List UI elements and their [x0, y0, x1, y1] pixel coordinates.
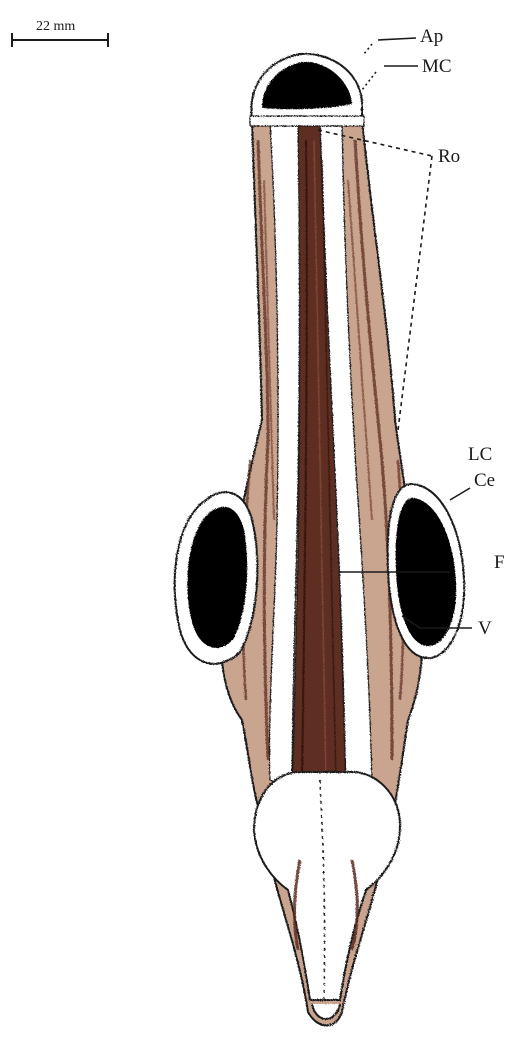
label-lc: LC	[468, 444, 492, 465]
scale-bar: 22 mm	[12, 19, 108, 47]
label-ce: Ce	[474, 470, 495, 491]
right-orbit	[388, 484, 465, 658]
label-ro: Ro	[438, 146, 460, 167]
left-orbit	[175, 492, 258, 664]
label-ap: Ap	[420, 26, 443, 47]
label-mc: MC	[422, 56, 452, 77]
anterior-cap	[250, 54, 364, 126]
posterior-braincase	[254, 772, 400, 1019]
scale-bar-label: 22 mm	[36, 19, 75, 34]
label-v: V	[478, 618, 492, 639]
label-f: F	[494, 552, 505, 573]
